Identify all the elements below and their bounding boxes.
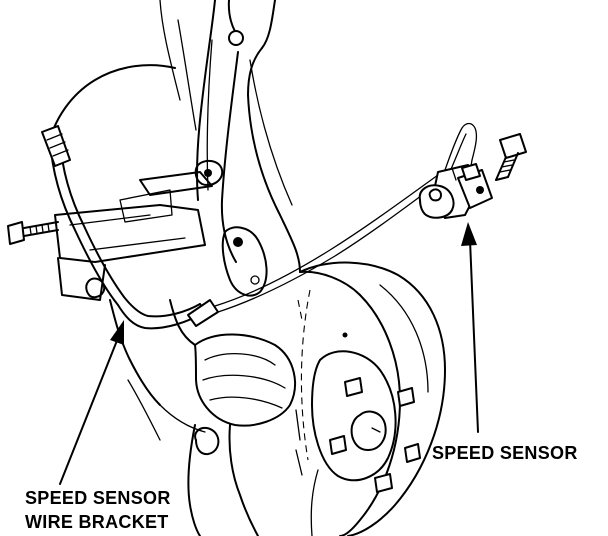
wire-bracket-label-line2: WIRE BRACKET [25,512,169,532]
sensor-bolt [495,133,527,181]
leader-speed-sensor [461,222,479,433]
wire-bracket-label-line1: SPEED SENSOR [25,488,171,508]
speed-sensor-body [418,163,493,219]
leader-wire-bracket [59,320,124,485]
lower-knuckle [109,299,296,536]
speed-sensor-label: SPEED SENSOR [432,443,578,463]
brake-disc [295,261,446,536]
knuckle-plates [54,159,268,301]
strut-assembly [159,0,301,273]
left-bolt [7,221,59,245]
